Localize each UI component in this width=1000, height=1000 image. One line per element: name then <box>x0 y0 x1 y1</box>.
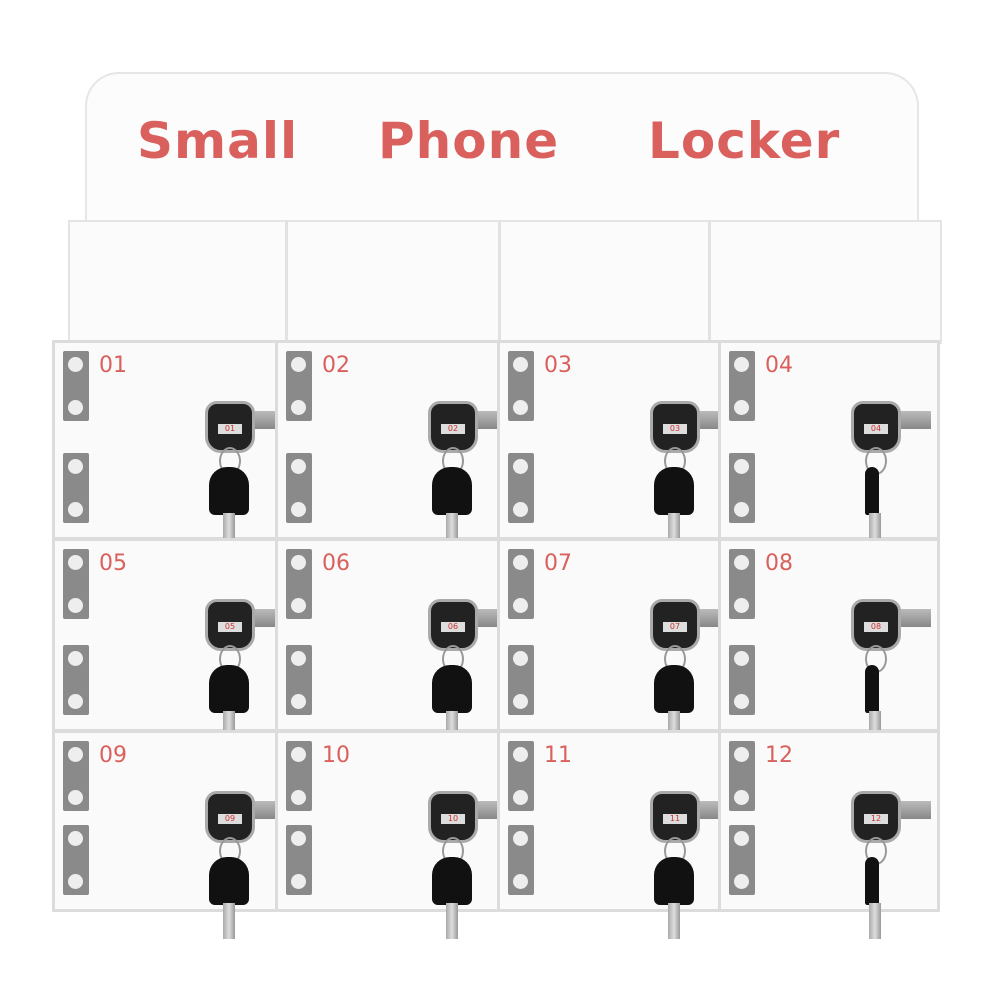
key-blade <box>446 903 458 939</box>
locker-door[interactable]: 10 10 <box>275 730 508 939</box>
cam-lock-icon[interactable]: 07 <box>650 599 700 651</box>
locker-number: 08 <box>765 551 793 576</box>
key-blade <box>223 903 235 939</box>
lock-tag: 01 <box>218 424 242 434</box>
hinge <box>729 453 755 523</box>
title-word-phone: Phone <box>378 112 560 170</box>
locker-door[interactable]: 02 02 <box>275 340 508 549</box>
key-icon[interactable] <box>432 467 472 515</box>
key-icon[interactable] <box>209 857 249 905</box>
cam-lock-icon[interactable]: 02 <box>428 401 478 453</box>
lock-tag: 11 <box>663 814 687 824</box>
cam-lock-icon[interactable]: 08 <box>851 599 901 651</box>
hinge <box>63 351 89 421</box>
hinge <box>508 453 534 523</box>
lock-tag: 12 <box>864 814 888 824</box>
key-icon[interactable] <box>654 467 694 515</box>
lock-tag: 04 <box>864 424 888 434</box>
key-icon[interactable] <box>865 857 879 905</box>
hinge <box>508 351 534 421</box>
locker-number: 07 <box>544 551 572 576</box>
locker-number: 06 <box>322 551 350 576</box>
key-icon[interactable] <box>654 665 694 713</box>
key-icon[interactable] <box>865 665 879 713</box>
hinge <box>286 825 312 895</box>
title-word-small: Small <box>137 112 299 170</box>
hinge <box>63 645 89 715</box>
key-icon[interactable] <box>865 467 879 515</box>
hinge <box>286 645 312 715</box>
lock-tag: 06 <box>441 622 465 632</box>
cam-lock-icon[interactable]: 04 <box>851 401 901 453</box>
hinge <box>729 549 755 619</box>
hinge <box>286 741 312 811</box>
hinge <box>286 351 312 421</box>
hinge <box>63 741 89 811</box>
locker-number: 09 <box>99 743 127 768</box>
hinge <box>286 453 312 523</box>
locker-door[interactable]: 01 01 <box>52 340 285 549</box>
hinge <box>63 453 89 523</box>
divider <box>285 220 288 342</box>
locker-door[interactable]: 04 04 <box>718 340 940 549</box>
hinge <box>729 741 755 811</box>
hinge <box>508 549 534 619</box>
hinge <box>508 741 534 811</box>
key-icon[interactable] <box>654 857 694 905</box>
top-storage-section <box>68 220 942 344</box>
cam-lock-icon[interactable]: 03 <box>650 401 700 453</box>
locker-door[interactable]: 06 06 <box>275 538 508 747</box>
locker-number: 11 <box>544 743 572 768</box>
hinge <box>63 549 89 619</box>
locker-door[interactable]: 05 05 <box>52 538 285 747</box>
lock-tag: 07 <box>663 622 687 632</box>
cam-lock-icon[interactable]: 12 <box>851 791 901 843</box>
key-icon[interactable] <box>209 467 249 515</box>
key-blade <box>869 903 881 939</box>
lock-tag: 10 <box>441 814 465 824</box>
key-blade <box>668 903 680 939</box>
locker-number: 01 <box>99 353 127 378</box>
divider <box>708 220 711 342</box>
hinge <box>729 645 755 715</box>
locker-number: 04 <box>765 353 793 378</box>
lock-tag: 02 <box>441 424 465 434</box>
key-icon[interactable] <box>432 665 472 713</box>
hinge <box>729 825 755 895</box>
header-panel <box>85 72 919 224</box>
lock-tag: 08 <box>864 622 888 632</box>
locker-door[interactable]: 08 08 <box>718 538 940 747</box>
cam-lock-icon[interactable]: 10 <box>428 791 478 843</box>
lock-tag: 09 <box>218 814 242 824</box>
locker-number: 05 <box>99 551 127 576</box>
key-icon[interactable] <box>209 665 249 713</box>
locker-door[interactable]: 09 09 <box>52 730 285 939</box>
cam-lock-icon[interactable]: 06 <box>428 599 478 651</box>
cam-lock-icon[interactable]: 01 <box>205 401 255 453</box>
hinge <box>508 645 534 715</box>
cam-lock-icon[interactable]: 11 <box>650 791 700 843</box>
key-icon[interactable] <box>432 857 472 905</box>
hinge <box>286 549 312 619</box>
lock-tag: 03 <box>663 424 687 434</box>
hinge <box>63 825 89 895</box>
locker-door[interactable]: 07 07 <box>497 538 730 747</box>
hinge <box>508 825 534 895</box>
locker-door[interactable]: 03 03 <box>497 340 730 549</box>
locker-number: 10 <box>322 743 350 768</box>
locker-number: 03 <box>544 353 572 378</box>
divider <box>498 220 501 342</box>
title-word-locker: Locker <box>648 112 841 170</box>
hinge <box>729 351 755 421</box>
lock-tag: 05 <box>218 622 242 632</box>
locker-number: 02 <box>322 353 350 378</box>
cam-lock-icon[interactable]: 09 <box>205 791 255 843</box>
locker-door[interactable]: 12 12 <box>718 730 940 939</box>
cam-lock-icon[interactable]: 05 <box>205 599 255 651</box>
locker-number: 12 <box>765 743 793 768</box>
locker-door[interactable]: 11 11 <box>497 730 730 939</box>
